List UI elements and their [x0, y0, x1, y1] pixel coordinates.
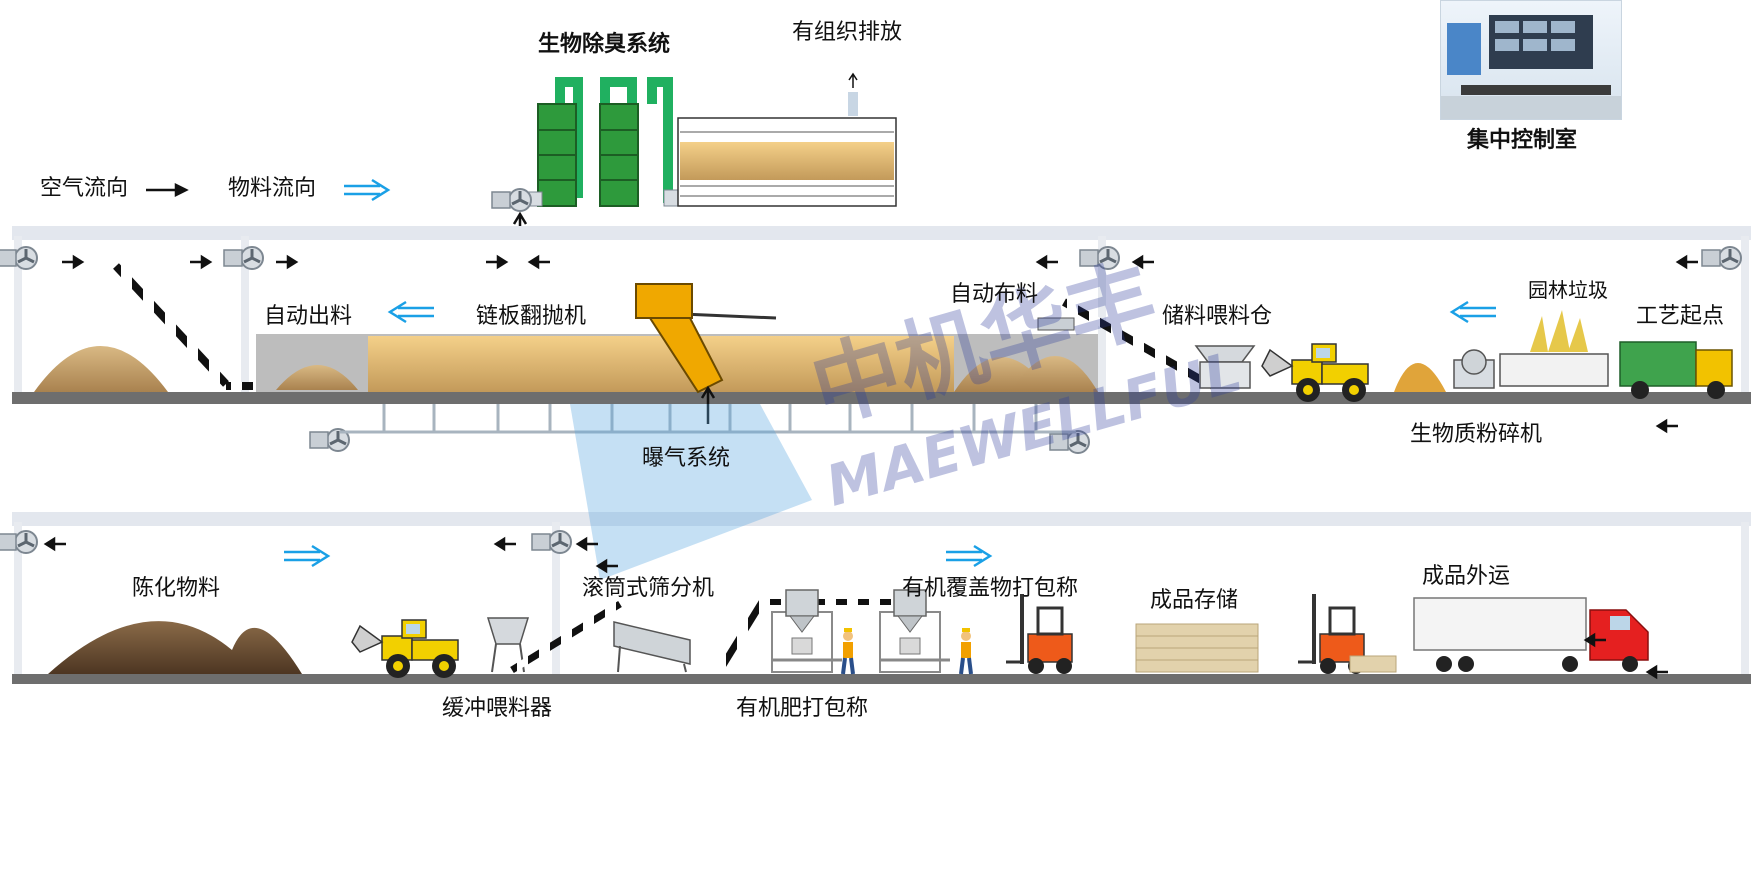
organized-emission-label: 有组织排放 — [792, 20, 903, 45]
fan-icon — [0, 529, 573, 555]
lower-building — [12, 512, 1751, 684]
flow-arrows-blue — [284, 178, 1496, 568]
conveyor-icon — [717, 600, 765, 672]
aeration-pipe — [340, 404, 1076, 434]
screen-drum-icon — [613, 621, 691, 673]
emission-arrow — [848, 72, 858, 116]
material-flow-legend: 物料流向 — [228, 176, 317, 201]
conveyor-icon — [1062, 298, 1214, 390]
truck-icon — [1619, 341, 1733, 399]
buffer-feeder-icon — [486, 617, 530, 673]
biofilter-box — [677, 117, 897, 207]
process-start-label: 工艺起点 — [1636, 304, 1725, 329]
bio-tower-icon — [525, 77, 680, 207]
drum-screen-label: 滚筒式筛分机 — [582, 576, 715, 601]
fertilizer-packer-label: 有机肥打包称 — [736, 696, 869, 721]
aged-material-pile — [48, 621, 302, 674]
biomass-crusher-icon — [1453, 310, 1609, 389]
conveyor-icon — [510, 601, 622, 673]
biomass-crusher-label: 生物质粉碎机 — [1410, 422, 1543, 447]
auto-distribute-label: 自动布料 — [950, 282, 1039, 307]
aged-material-label: 陈化物料 — [132, 576, 221, 601]
control-room-image — [1440, 0, 1622, 120]
loader-icon — [351, 619, 459, 679]
product-shipping-label: 成品外运 — [1422, 564, 1511, 589]
buffer-feeder-label: 缓冲喂料器 — [442, 696, 553, 721]
bio-deodor-label: 生物除臭系统 — [538, 32, 671, 57]
product-storage-label: 成品存储 — [1150, 588, 1239, 613]
auto-discharge-label: 自动出料 — [264, 304, 353, 329]
truck-icon — [1413, 597, 1649, 672]
air-flow-legend: 空气流向 — [40, 176, 129, 201]
mulch-packer-label: 有机覆盖物打包称 — [902, 576, 1079, 601]
aeration-label: 曝气系统 — [642, 446, 731, 471]
control-room-label: 集中控制室 — [1467, 128, 1578, 153]
watermark-triangle — [570, 404, 812, 580]
flow-arrows-black — [43, 182, 1698, 680]
turner-icon — [635, 283, 777, 394]
garden-waste-label: 园林垃圾 — [1528, 278, 1608, 302]
aeration-arrow-up — [700, 385, 716, 424]
product-bags — [1135, 623, 1397, 673]
storage-bin-hopper — [1194, 345, 1256, 389]
garden-waste-pile — [1394, 363, 1446, 392]
storage-bin-label: 储料喂料仓 — [1162, 304, 1273, 329]
chain-turner-label: 链板翻抛机 — [476, 304, 587, 329]
conveyor-icon — [113, 263, 229, 387]
compost-pile-left — [34, 346, 168, 392]
